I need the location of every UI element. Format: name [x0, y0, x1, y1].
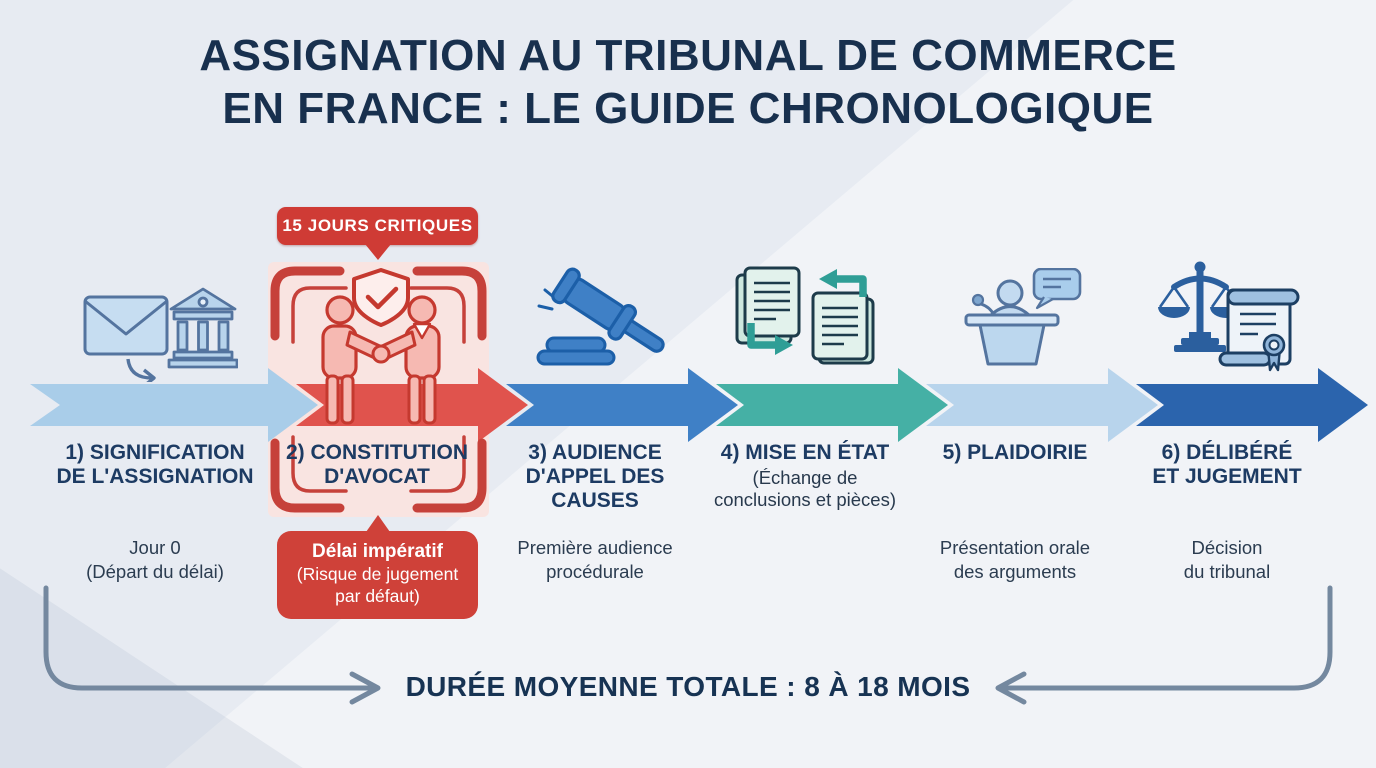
total-duration-label: DURÉE MOYENNE TOTALE : 8 À 18 MOIS: [405, 671, 971, 702]
left-bracket-line: [43, 585, 375, 691]
right-arrowhead-icon: [349, 671, 381, 705]
step-4-label: 4) MISE EN ÉTAT: [720, 441, 890, 464]
documents-exchange-icon: [735, 266, 875, 365]
arrow-tip-1: [268, 368, 318, 442]
arrow-tip-2: [478, 368, 528, 442]
step-6-label: 6) DÉLIBÉRÉ ET JUGEMENT: [1152, 441, 1302, 488]
arrow-segment-5: [926, 384, 1108, 426]
scales-judgment-icon: [1158, 261, 1300, 372]
step-2-label: 2) CONSTITUTION D'AVOCAT: [286, 441, 468, 488]
arrow-segment-3: [506, 384, 688, 426]
arrow-tip-6: [1318, 368, 1368, 442]
step-3-note: Première audience procédurale: [517, 537, 673, 583]
arrow-tip-5: [1108, 368, 1158, 442]
arrow-segment-6: [1136, 384, 1318, 426]
step-4-sublabel: (Échange de conclusions et pièces): [713, 467, 896, 511]
arrow-segment-4: [716, 384, 898, 426]
arrow-tip-4: [898, 368, 948, 442]
step-3-label: 3) AUDIENCE D'APPEL DES CAUSES: [525, 441, 665, 512]
arrow-tip-3: [688, 368, 738, 442]
step-5-label: 5) PLAIDOIRIE: [942, 441, 1088, 464]
handshake-shield-icon: [321, 268, 441, 425]
critical-frame-brackets: [270, 266, 487, 513]
right-bracket-line: [1001, 585, 1333, 691]
warning-subtitle: (Risque de jugement par défaut): [296, 563, 459, 606]
left-arrowhead-icon: [995, 671, 1027, 705]
page-title: ASSIGNATION AU TRIBUNAL DE COMMERCE EN F…: [199, 31, 1177, 133]
warning-box: Délai impératif (Risque de jugement par …: [277, 515, 478, 619]
podium-speaker-icon: [964, 268, 1082, 366]
envelope-to-courthouse-icon: [83, 287, 238, 382]
gavel-icon: [536, 267, 665, 366]
step-5-note: Présentation orale des arguments: [939, 537, 1091, 583]
step-1-label: 1) SIGNIFICATION DE L'ASSIGNATION: [56, 441, 254, 488]
critical-period-badge: 15 JOURS CRITIQUES: [277, 207, 478, 260]
arrow-segment-1: [30, 384, 268, 426]
step-1-note: Jour 0 (Départ du délai): [86, 537, 224, 583]
warning-title: Délai impératif: [312, 541, 443, 562]
step-6-note: Décision du tribunal: [1183, 537, 1271, 583]
